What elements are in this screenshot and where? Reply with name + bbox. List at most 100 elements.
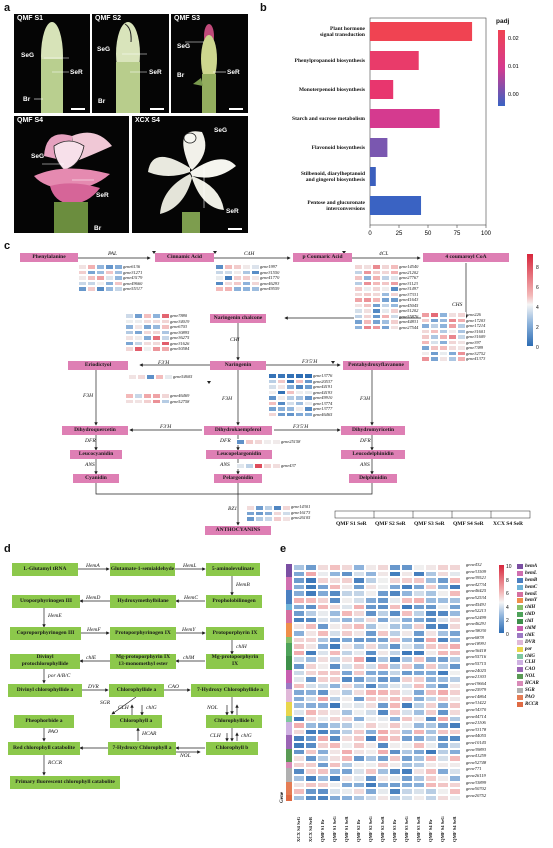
compound-p-coumaric-acid: p Coumaric Acid [293,253,352,262]
heatmap-cell [305,636,317,644]
heatmap-cell [329,702,341,710]
heatmap-cell [134,398,143,404]
tick: 6 [536,285,539,291]
heatmap-cell [401,616,413,624]
category-label-line: Starch and sucrose metabolism [292,115,365,122]
legend-swatch [517,687,523,693]
heatmap-cell [437,768,449,775]
annot-br: Br [98,98,106,105]
heatmap-cell [317,577,329,584]
compound-naringenin: Naringenin [210,361,266,370]
heatmap-cell [96,286,105,292]
heatmap-cell [425,623,437,630]
heatmap-cell [329,643,341,650]
heatmap-cell [114,286,123,292]
heatmap-cell [78,269,87,275]
heatmap-cell [439,334,448,340]
heatmap-cell [293,636,305,644]
heatmap-cell [353,596,365,604]
heatmap-cell [377,682,389,690]
enzyme-f35h-a: F3'5'H [302,359,318,365]
enzyme-sgr: SGR [100,700,111,706]
heatmap-cell [293,649,305,657]
heatmap-cell [425,722,437,729]
heatmap-cell [421,317,430,323]
annot-ser: SeR [96,192,109,199]
gene-label: gene31422 [466,700,487,706]
legend-swatch [517,563,523,569]
heatmap-cell [143,393,152,399]
heatmap-cell [389,610,401,617]
heatmap-cell [317,623,329,630]
compound-dihydromyricetin: Dihydromyricetin [341,426,405,435]
enzyme-c4h: C4H [244,251,255,257]
heatmap-cell [389,583,401,591]
heatmap-cell [341,596,353,604]
box-7-hydroxy-chlorophyll: 7-Hydroxy Chlorophyll a [108,742,176,755]
sample-label: QMF S1 SeR [344,816,349,842]
heatmap-cell [381,275,390,281]
enzyme-hemd: HemD [86,595,101,601]
legend-swatch [517,701,523,707]
heatmap-cell [317,676,329,683]
heatmap-cell [437,583,449,591]
heatmap-cell [413,682,425,690]
scale-bar [228,228,242,230]
heatmap-cell [353,682,365,690]
heatmap-cell [353,616,365,624]
heatmap-cell [389,643,401,650]
heatmap-cell [353,695,365,703]
enzyme-f35h-b: F3'5'H [293,424,309,430]
enzyme-f3ph-a: F3'H [158,360,170,366]
heatmap-cell [341,715,353,723]
heatmap-cell [389,722,401,729]
heatmap-cell [254,463,263,469]
heatmap-cell [317,662,329,670]
gene-list-f3ph: gene54605 [173,374,193,379]
heatmap-cell [389,590,401,597]
heatmap-cell [401,775,413,782]
heatmap-cell [96,275,105,281]
heatmap-cell [353,623,365,630]
heatmap-cell [401,794,413,802]
photo-xcx-s4: XCX S4 SeG SeR [132,116,248,233]
heatmap-cell [413,794,425,802]
heatmap-cell [401,603,413,611]
heatmap-cell [354,308,363,314]
heatmap-cell [305,775,317,782]
heatmap-cell [286,395,295,401]
heatmap-cell [437,629,449,637]
box-line: 13-monomethyl ester [118,661,168,667]
heatmap-cell [134,313,143,319]
legend-item: chlD [517,611,539,618]
gene-label: gene19664 [466,680,487,686]
heatmap-cell [242,286,251,292]
heatmap-cell [413,775,425,782]
heatmap-cell [268,406,277,412]
category-label-line: signal transduction [319,32,365,38]
bud-image [116,22,147,113]
heatmap-cell [341,709,353,716]
heatmap-cell [457,328,466,334]
heatmap-cell [421,339,430,345]
legend-label: CLH [525,660,536,666]
heatmap-cell [401,788,413,795]
heatmap-cell [78,286,87,292]
heatmap-cell [305,649,317,657]
heatmap-cell [372,308,381,314]
enzyme-por: por A/B/C [48,673,71,679]
heatmap-cell [363,269,372,275]
heatmap-cell [215,269,224,275]
heatmap-cell [390,264,399,270]
heatmap-cell [105,275,114,281]
heatmap-cell [224,286,233,292]
heatmap-cell [449,755,461,762]
heatmap-cell [389,715,401,723]
heatmap-cell [353,788,365,795]
heatmap-cell [341,656,353,663]
gene-list-pal: gene6136 gene31271 gene43179 gene49660 g… [123,264,143,291]
heatmap-cell [329,755,341,762]
heatmap-cell [377,583,389,591]
gene-group-swatch [286,702,292,710]
heatmap-cell [437,662,449,670]
